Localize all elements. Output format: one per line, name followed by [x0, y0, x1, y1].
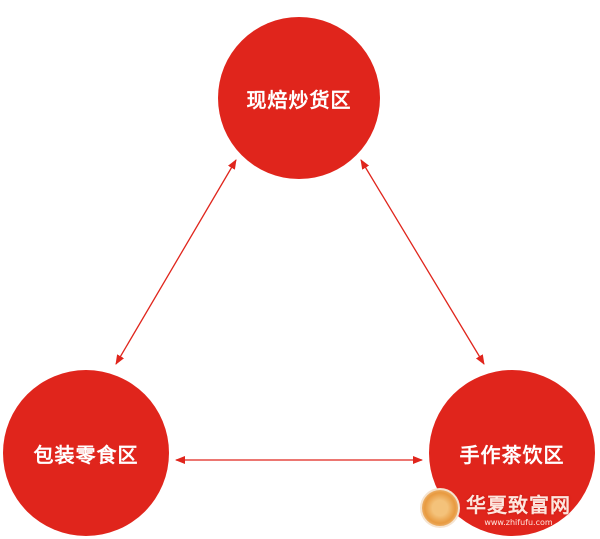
node-label: 包装零食区 — [33, 442, 139, 467]
arrow-top-left — [115, 159, 237, 365]
node-label: 现焙炒货区 — [246, 87, 352, 112]
watermark: 华夏致富网 www.zhifufu.com — [420, 488, 571, 528]
watermark-url: www.zhifufu.com — [484, 518, 553, 527]
node-label: 手作茶饮区 — [459, 442, 565, 467]
arrow-top-right — [360, 159, 485, 365]
watermark-title: 华夏致富网 — [466, 493, 571, 517]
watermark-logo-icon — [420, 488, 460, 528]
node-roasted-snacks: 现焙炒货区 — [218, 17, 380, 179]
node-packaged-snacks: 包装零食区 — [3, 370, 169, 536]
